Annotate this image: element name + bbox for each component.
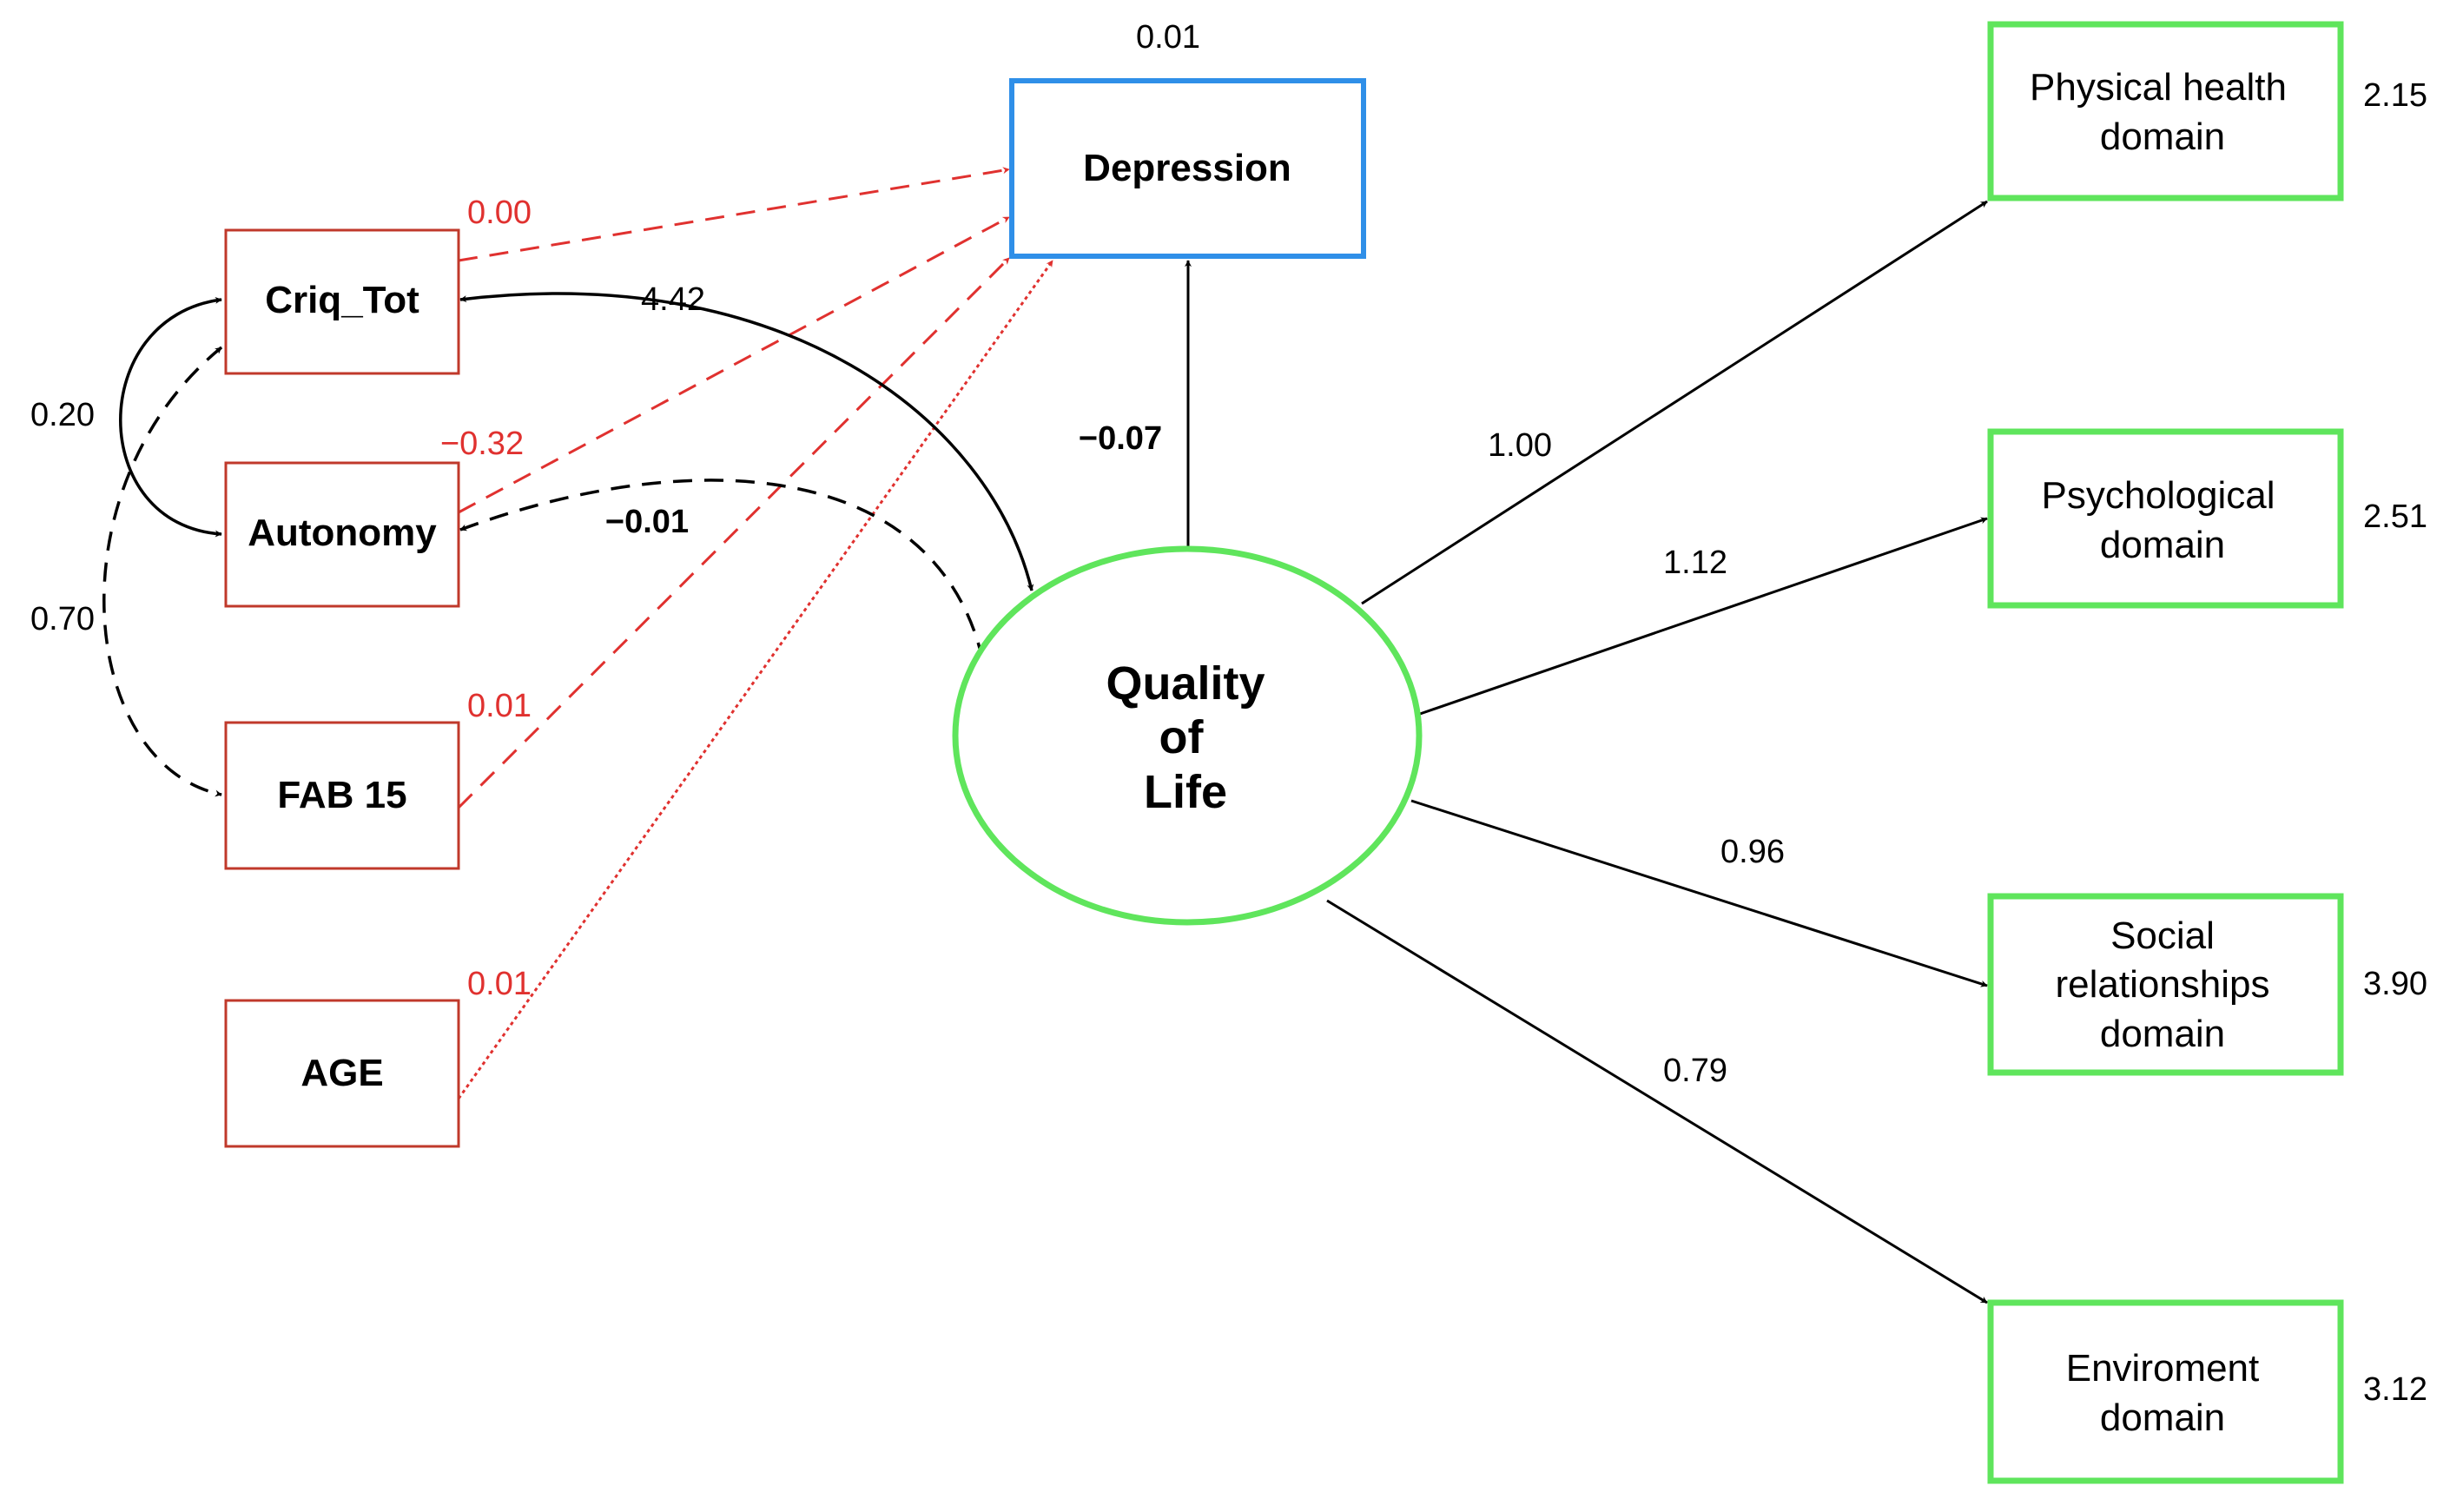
node-environment-line2: domain [2100, 1396, 2225, 1439]
path-qol-environment [1326, 899, 1988, 1304]
label-physical-residual: 2.15 [2363, 77, 2427, 114]
node-autonomy-label: Autonomy [248, 512, 437, 554]
node-social [1987, 893, 2344, 1076]
path-qol-psychological [1419, 517, 1988, 716]
path-criq-qol [459, 292, 1034, 591]
path-qol-social [1410, 799, 1988, 987]
label-depression-residual: 0.01 [1136, 19, 1200, 56]
path-autonomy-qol [459, 479, 986, 663]
label-qol-to-depression: −0.07 [1079, 420, 1162, 457]
node-depression [1009, 78, 1366, 259]
node-age [224, 999, 460, 1148]
label-qol-psychological: 1.12 [1663, 545, 1727, 581]
path-criq-to-depression [458, 167, 1010, 262]
node-social-line1: Social [2110, 914, 2215, 957]
node-qol-line3: Life [1144, 766, 1227, 818]
node-physical-line1: Physical health [2030, 66, 2287, 109]
node-environment-line1: Enviroment [2066, 1347, 2260, 1390]
node-physical-health [1987, 21, 2344, 201]
label-fab-to-depression: 0.01 [467, 688, 532, 724]
path-qol-physical [1361, 200, 1988, 605]
node-qol-line1: Quality [1106, 657, 1265, 710]
label-autonomy-qol: −0.01 [605, 504, 689, 540]
label-criq-qol: 4.42 [641, 281, 705, 318]
node-psychological-line2: domain [2100, 524, 2225, 566]
label-autonomy-to-depression: −0.32 [440, 426, 524, 462]
label-criq-fab: 0.70 [30, 601, 95, 637]
label-criq-to-depression: 0.00 [467, 195, 532, 231]
node-social-line3: domain [2100, 1013, 2225, 1055]
path-criq-fab [102, 346, 223, 797]
node-psychological [1987, 428, 2344, 609]
path-fab-to-depression [457, 256, 1011, 809]
node-fab15 [224, 721, 460, 870]
label-psychological-residual: 2.51 [2363, 498, 2427, 535]
node-depression-label: Depression [1083, 147, 1291, 189]
node-criq-tot-label: Criq_Tot [265, 279, 419, 321]
label-qol-environment: 0.79 [1663, 1053, 1727, 1089]
node-social-line2: relationships [2055, 963, 2269, 1006]
label-criq-autonomy: 0.20 [30, 397, 95, 433]
node-age-label: AGE [300, 1052, 383, 1094]
node-psychological-line1: Psychological [2041, 474, 2275, 517]
node-fab15-label: FAB 15 [277, 774, 406, 816]
label-qol-physical: 1.00 [1488, 427, 1552, 464]
node-environment [1987, 1299, 2344, 1484]
path-autonomy-to-depression [458, 215, 1010, 514]
node-physical-line2: domain [2100, 116, 2225, 158]
path-criq-autonomy [119, 296, 222, 538]
node-criq-tot [224, 228, 460, 375]
node-autonomy [224, 461, 460, 608]
label-qol-social: 0.96 [1720, 834, 1785, 870]
node-quality-of-life [952, 545, 1423, 926]
label-social-residual: 3.90 [2363, 966, 2427, 1002]
node-qol-line2: of [1159, 711, 1205, 763]
label-age-to-depression: 0.01 [467, 966, 532, 1002]
label-environment-residual: 3.12 [2363, 1371, 2427, 1408]
